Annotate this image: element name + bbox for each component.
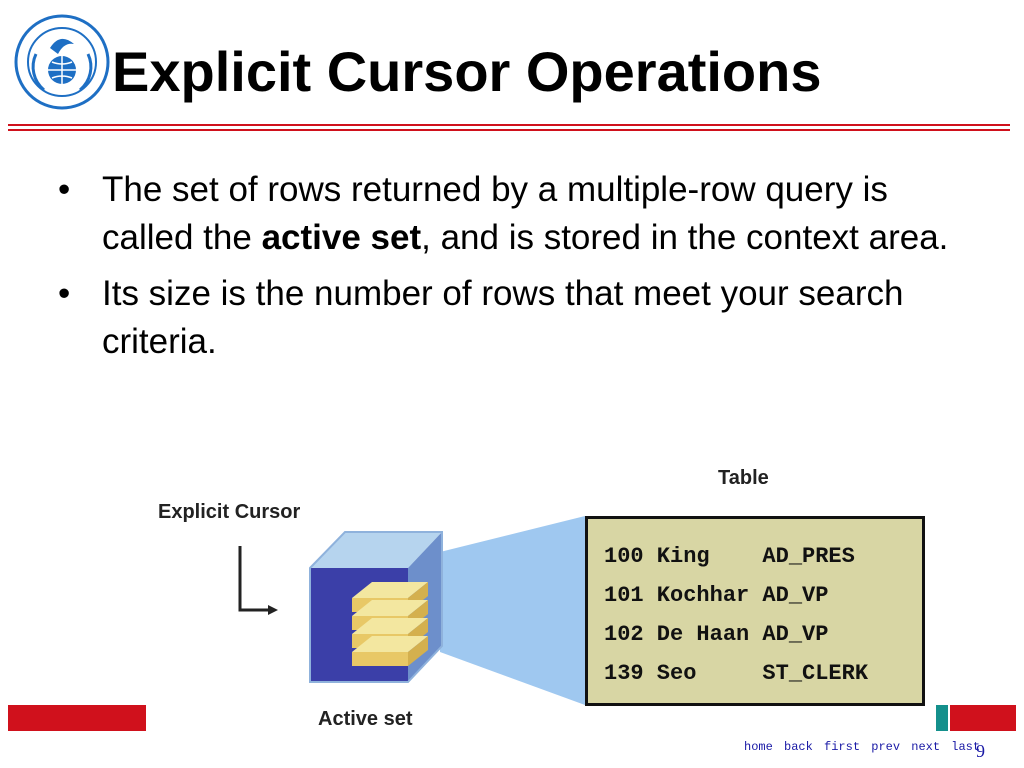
bullet-text: The set of rows returned by a multiple-r…	[102, 170, 888, 257]
table-label: Table	[718, 467, 769, 489]
nav-home-link[interactable]: home	[744, 740, 773, 754]
title-divider-line	[8, 129, 1010, 131]
slide-title: Explicit Cursor Operations	[112, 40, 822, 103]
table-row: 100 King AD_PRES	[604, 544, 855, 569]
footer-bar-accent	[936, 705, 948, 731]
bullet-text: Its size is the number of rows that meet…	[102, 274, 904, 361]
explicit-cursor-label: Explicit Cursor	[158, 501, 301, 523]
bullet-dot-icon: •	[58, 170, 71, 209]
nav-next-link[interactable]: next	[911, 740, 941, 754]
table-box: 100 King AD_PRES 101 Kochhar AD_VP 102 D…	[585, 516, 925, 706]
page-number: 9	[976, 741, 985, 761]
bullet-list: • The set of rows returned by a multiple…	[58, 166, 988, 374]
active-set-rows-icon	[352, 582, 428, 666]
bullet-item: • The set of rows returned by a multiple…	[58, 166, 988, 262]
pointer-arrow-icon	[238, 546, 272, 612]
nav-back-link[interactable]: back	[784, 740, 813, 754]
footer-bar-right	[950, 705, 1016, 731]
bullet-item: • Its size is the number of rows that me…	[58, 270, 988, 366]
nav-prev-link[interactable]: prev	[871, 740, 901, 754]
institute-logo	[14, 14, 110, 110]
table-row: 101 Kochhar AD_VP	[604, 583, 829, 608]
table-row: 139 Seo ST_CLERK	[604, 661, 869, 686]
cube-top	[310, 532, 442, 568]
nav-first-link[interactable]: first	[824, 740, 861, 754]
slide-navigation: home back first prev next last	[744, 740, 984, 754]
table-row: 102 De Haan AD_VP	[604, 622, 829, 647]
active-set-label: Active set	[318, 708, 413, 730]
nav-last-link[interactable]: last	[951, 740, 981, 754]
title-divider-line	[8, 124, 1010, 126]
footer-bar-left	[8, 705, 146, 731]
bullet-bold-term: active set	[261, 218, 422, 257]
bullet-text: , and is stored in the context area.	[421, 218, 949, 257]
funnel-shape	[440, 516, 585, 705]
bullet-dot-icon: •	[58, 274, 71, 313]
